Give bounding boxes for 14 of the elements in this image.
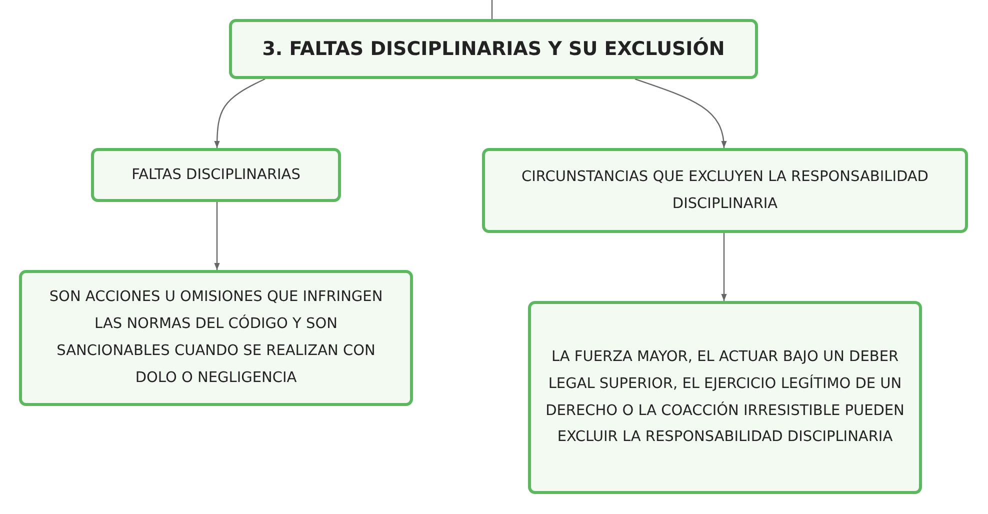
connector-arrow xyxy=(214,202,220,270)
node-text: FALTAS DISCIPLINARIAS xyxy=(132,166,300,185)
node-text: CIRCUNSTANCIAS QUE EXCLUYEN LA RESPONSABILIDAD DISCIPLINARIA xyxy=(520,168,930,214)
node-text: 3. FALTAS DISCIPLINARIAS Y SU EXCLUSIÓN xyxy=(262,38,725,60)
node-text: SON ACCIONES U OMISIONES QUE INFRINGEN LAS NORMAS DEL CÓDIGO Y SON SANCIONABLES CUANDO SE REALIZAN CON DOLO O NEGLIGENCIA xyxy=(48,288,384,388)
connector-arrow xyxy=(721,233,727,301)
concept-box xyxy=(528,301,922,494)
concept-box xyxy=(482,148,968,233)
concept-box xyxy=(91,148,341,202)
title-box xyxy=(229,19,758,79)
connector-arrow xyxy=(634,78,726,148)
connector-arrow xyxy=(214,78,266,148)
concept-box xyxy=(19,270,413,406)
node-text: LA FUERZA MAYOR, EL ACTUAR BAJO UN DEBER LEGAL SUPERIOR, EL EJERCICIO LEGÍTIMO DE UN DERECHO O LA COACCIÓN IRRESISTIBLE PUEDEN EXCLUIR LA RESPONSABILIDAD DISCIPLINARIA xyxy=(545,348,905,448)
